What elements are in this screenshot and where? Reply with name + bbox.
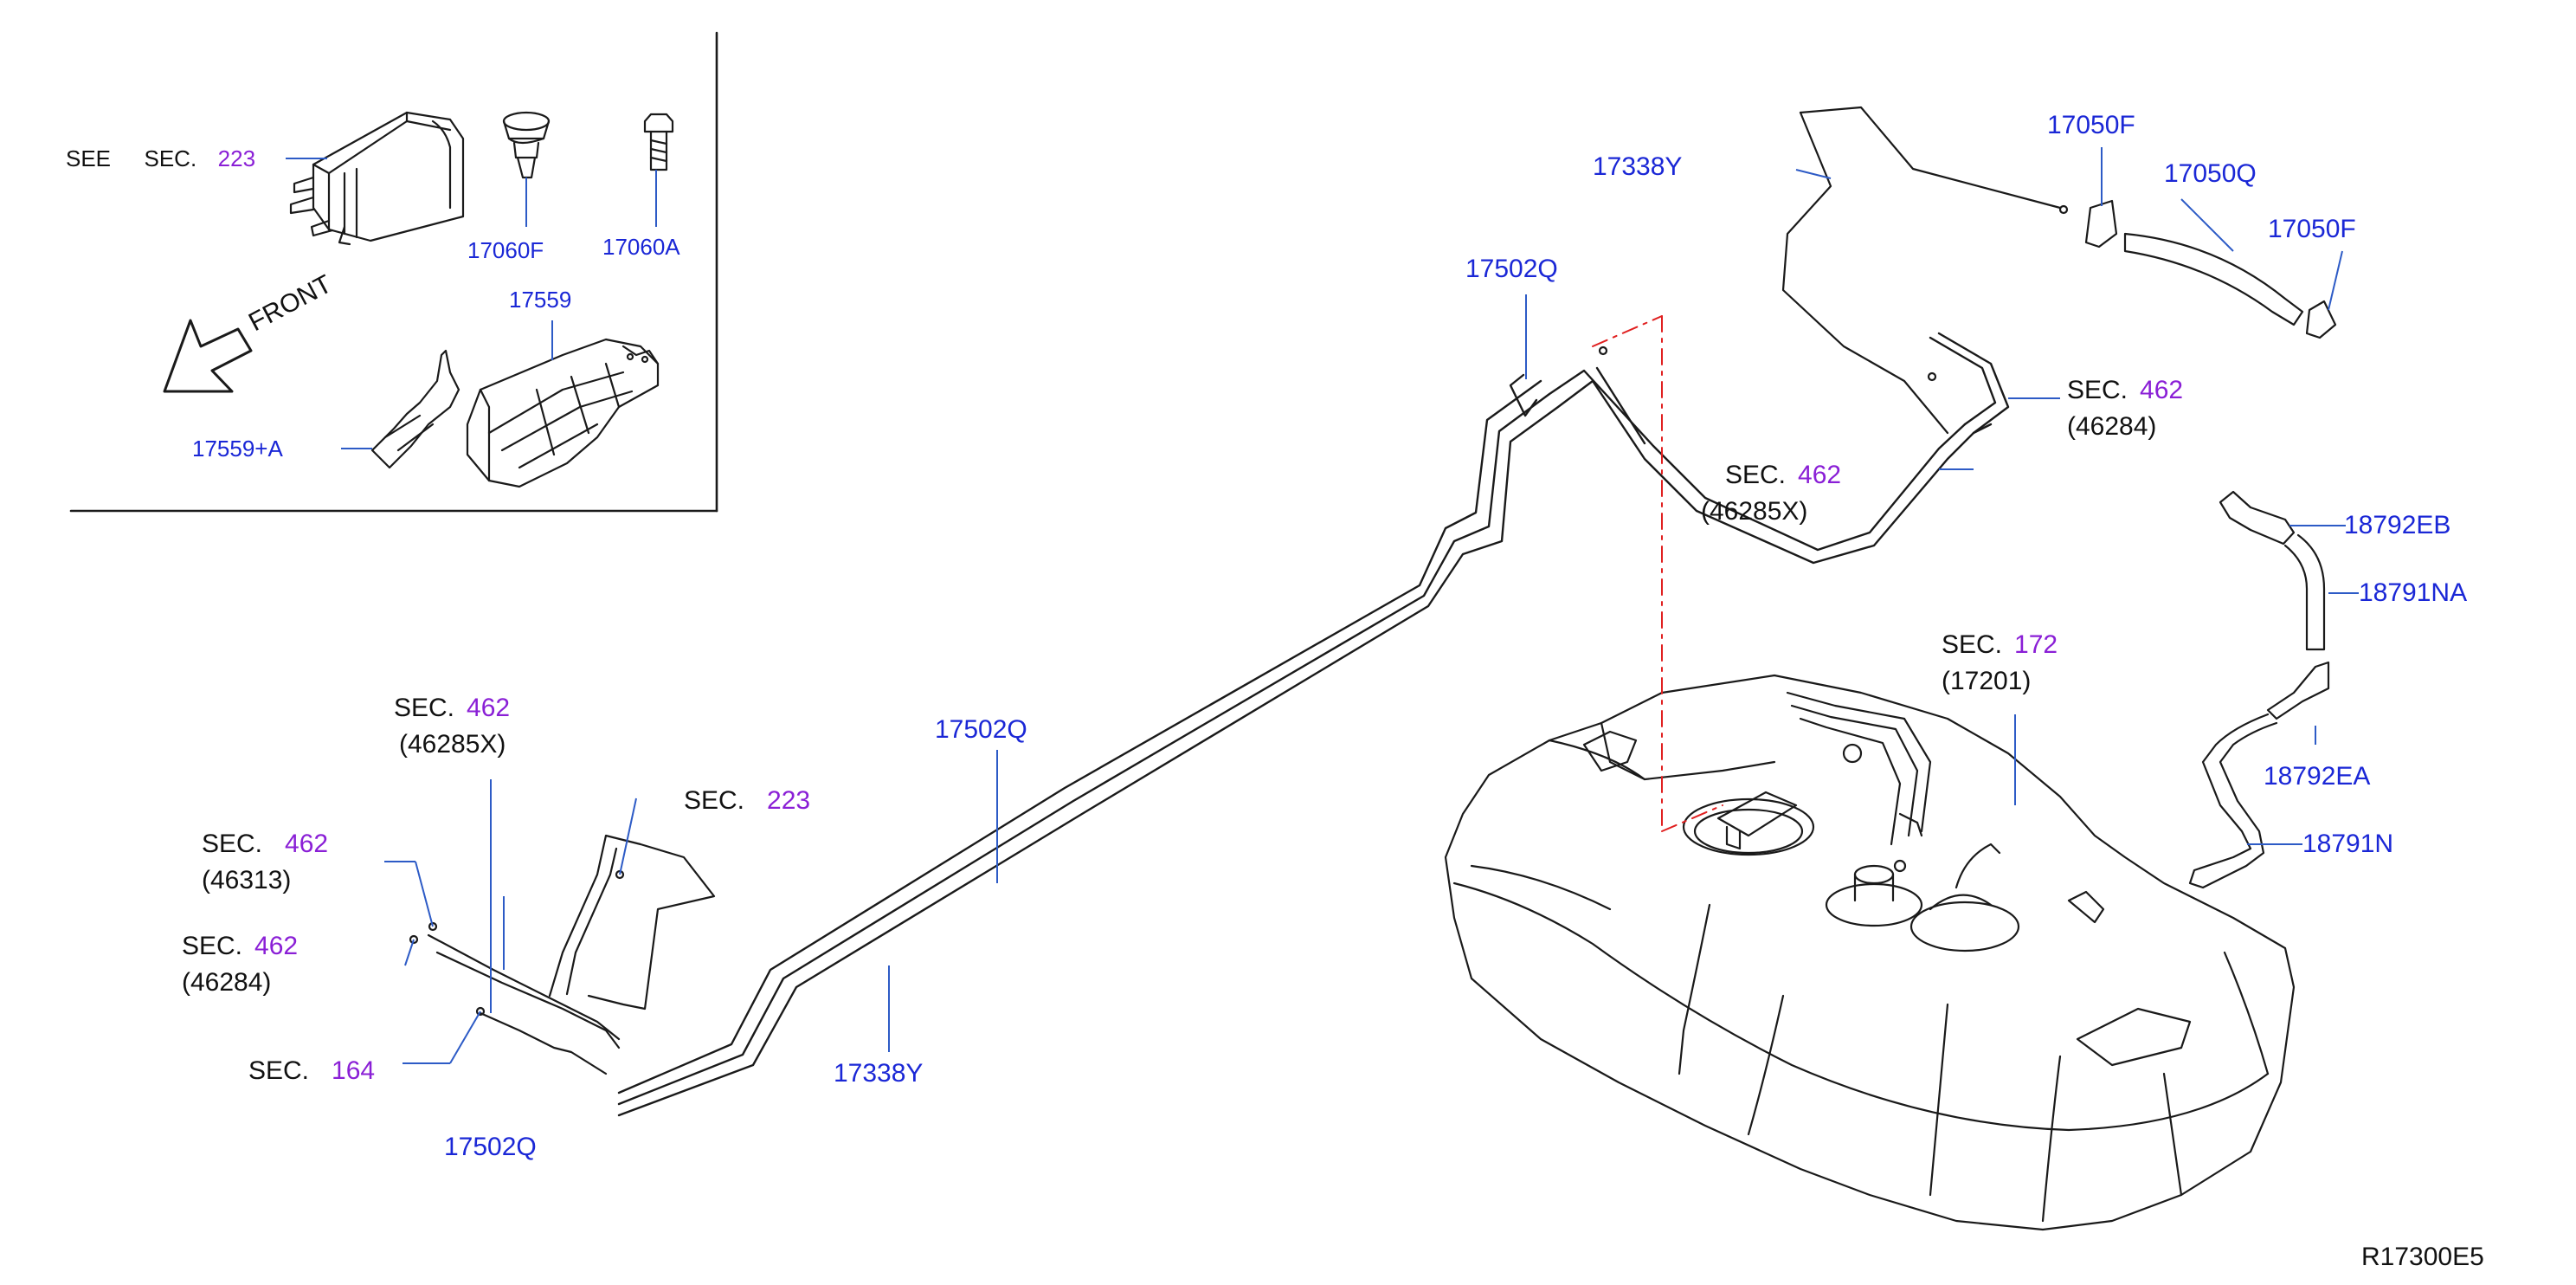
hose-17050Q: [2084, 199, 2337, 339]
section-462-46284-top: SEC. 462 (46284): [2067, 378, 2183, 440]
sec-number: 462: [467, 694, 511, 722]
fuel-tank: [1444, 674, 2296, 1231]
part-label-17559: 17559: [509, 287, 572, 313]
part-label-17502Q-bottom: 17502Q: [444, 1133, 537, 1161]
sec-code: (46285X): [1701, 497, 1808, 526]
part-label-18792EB: 18792EB: [2344, 511, 2451, 539]
part-label-17050F-right: 17050F: [2268, 215, 2356, 243]
bolt-17060A: [643, 113, 674, 171]
sec-code: (46284): [2067, 412, 2157, 441]
sec-code: (46313): [202, 866, 292, 894]
leader-lines: [286, 147, 2359, 1064]
section-462-46285X-mid: SEC. 462 (46285X): [1701, 462, 1841, 525]
part-label-17060F: 17060F: [467, 237, 544, 263]
sec-word: SEC.: [144, 145, 197, 171]
see-word: SEE: [66, 145, 112, 171]
sec-code: (46285X): [399, 730, 506, 759]
sec-number: 172: [2014, 630, 2058, 659]
part-label-17559A: 17559+A: [192, 436, 283, 462]
sec-word: SEC.: [394, 694, 455, 722]
part-label-17338Y-bottom: 17338Y: [834, 1059, 924, 1088]
sec-code: (46284): [182, 968, 272, 997]
diagram-code: R17300E5: [2361, 1243, 2484, 1271]
sec-number: 462: [285, 830, 329, 858]
evap-canister: [289, 111, 465, 246]
sec-code: (17201): [1942, 667, 2032, 695]
section-172: SEC. 172 (17201): [1942, 632, 2058, 694]
part-label-18791N: 18791N: [2302, 830, 2394, 858]
sec-number: 223: [217, 145, 256, 171]
heat-shield-17559: [466, 338, 660, 488]
section-462-46284-left: SEC. 462 (46284): [182, 933, 298, 996]
center-line: [1592, 315, 1723, 832]
sec-word: SEC.: [182, 932, 243, 960]
part-label-17050F-top: 17050F: [2047, 111, 2135, 139]
sec-number: 223: [767, 786, 811, 815]
part-label-17050Q: 17050Q: [2164, 159, 2257, 188]
sec-word: SEC.: [1942, 630, 2003, 659]
bracket-17559A: [370, 349, 460, 469]
section-223-left: SEC. 223: [684, 788, 810, 814]
sec-number: 462: [254, 932, 299, 960]
section-462-46285X-left: SEC. 462 (46285X): [394, 695, 510, 758]
inset-see-sec-223-label: SEE SEC. 223: [66, 147, 255, 170]
front-arrow-icon: [163, 319, 253, 393]
fuel-lines: [617, 332, 2010, 1117]
sec-number: 462: [1798, 461, 1842, 489]
part-label-17338Y-top: 17338Y: [1593, 152, 1683, 181]
section-462-46313: SEC. 462 (46313): [202, 831, 328, 894]
sec-word: SEC.: [248, 1056, 310, 1085]
sec-number: 164: [332, 1056, 376, 1085]
connection-points: [1598, 345, 1937, 382]
part-label-17502Q-top: 17502Q: [1465, 255, 1558, 283]
part-label-18791NA: 18791NA: [2359, 578, 2468, 607]
part-label-17502Q-mid: 17502Q: [935, 715, 1027, 744]
sec-word: SEC.: [2067, 376, 2128, 404]
part-label-18792EA: 18792EA: [2264, 762, 2371, 791]
sec-word: SEC.: [1725, 461, 1787, 489]
sec-word: SEC.: [202, 830, 263, 858]
sec-word: SEC.: [684, 786, 745, 815]
section-164: SEC. 164: [248, 1058, 375, 1084]
part-label-17060A: 17060A: [602, 234, 680, 260]
sec-number: 462: [2140, 376, 2184, 404]
vent-hose-17338Y: [1781, 106, 2069, 435]
grommet-17060F: [502, 111, 551, 179]
inset-frame: [69, 31, 718, 513]
lower-bracket: [409, 834, 716, 1075]
breather-hoses-18791: [2188, 490, 2330, 889]
